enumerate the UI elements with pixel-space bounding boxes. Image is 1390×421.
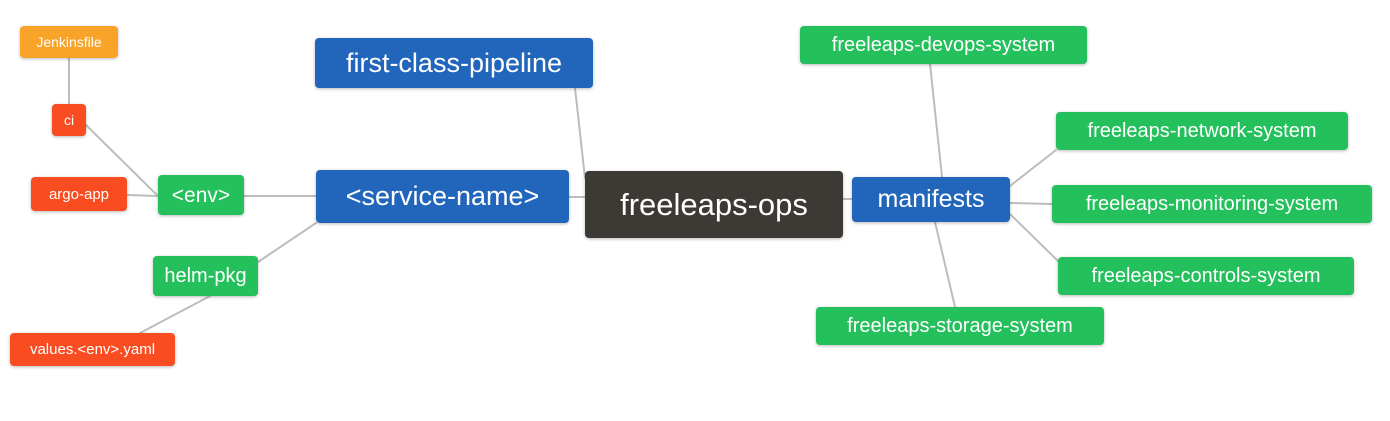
mindmap-node-controls[interactable]: freeleaps-controls-system — [1058, 257, 1354, 295]
node-label-argo-app: argo-app — [48, 185, 110, 203]
node-label-network: freeleaps-network-system — [1087, 120, 1317, 142]
mindmap-node-devops[interactable]: freeleaps-devops-system — [800, 26, 1087, 64]
node-label-controls: freeleaps-controls-system — [1091, 265, 1321, 287]
mindmap-node-monitoring[interactable]: freeleaps-monitoring-system — [1052, 185, 1372, 223]
edge-manifests-to-monitoring — [1009, 202, 1053, 205]
node-label-jenkinsfile: Jenkinsfile — [36, 34, 102, 50]
node-label-devops: freeleaps-devops-system — [831, 34, 1056, 56]
node-label-monitoring: freeleaps-monitoring-system — [1085, 193, 1339, 215]
edge-helm-pkg-to-service-name — [257, 222, 317, 263]
mindmap-node-helm-pkg[interactable]: helm-pkg — [153, 256, 258, 296]
node-label-storage: freeleaps-storage-system — [847, 315, 1073, 337]
edge-manifests-to-storage — [934, 221, 956, 308]
mindmap-node-storage[interactable]: freeleaps-storage-system — [816, 307, 1104, 345]
mindmap-node-argo-app[interactable]: argo-app — [31, 177, 127, 211]
edge-values-yaml-to-helm-pkg — [139, 295, 211, 334]
node-label-ci: ci — [63, 112, 75, 128]
mindmap-node-jenkinsfile[interactable]: Jenkinsfile — [20, 26, 118, 58]
node-label-manifests: manifests — [877, 185, 985, 213]
mindmap-node-values-yaml[interactable]: values.<env>.yaml — [10, 333, 175, 366]
node-label-env: <env> — [171, 183, 231, 207]
mindmap-node-ci[interactable]: ci — [52, 104, 86, 136]
node-label-first-class: first-class-pipeline — [345, 47, 563, 78]
mindmap-node-first-class[interactable]: first-class-pipeline — [315, 38, 593, 88]
node-label-service-name: <service-name> — [345, 181, 540, 211]
edge-manifests-to-network — [1009, 149, 1057, 187]
edge-first-class-to-root — [574, 87, 586, 179]
edge-argo-app-to-env — [126, 194, 159, 197]
mindmap-node-env[interactable]: <env> — [158, 175, 244, 215]
mindmap-node-service-name[interactable]: <service-name> — [316, 170, 569, 223]
node-label-values-yaml: values.<env>.yaml — [29, 341, 156, 358]
edge-manifests-to-controls — [1009, 213, 1059, 262]
mindmap-node-manifests[interactable]: manifests — [852, 177, 1010, 222]
edge-manifests-to-devops — [929, 63, 943, 178]
node-label-helm-pkg: helm-pkg — [164, 265, 247, 287]
mindmap-node-root[interactable]: freeleaps-ops — [585, 171, 843, 238]
mindmap-node-network[interactable]: freeleaps-network-system — [1056, 112, 1348, 150]
node-label-root: freeleaps-ops — [620, 187, 808, 222]
